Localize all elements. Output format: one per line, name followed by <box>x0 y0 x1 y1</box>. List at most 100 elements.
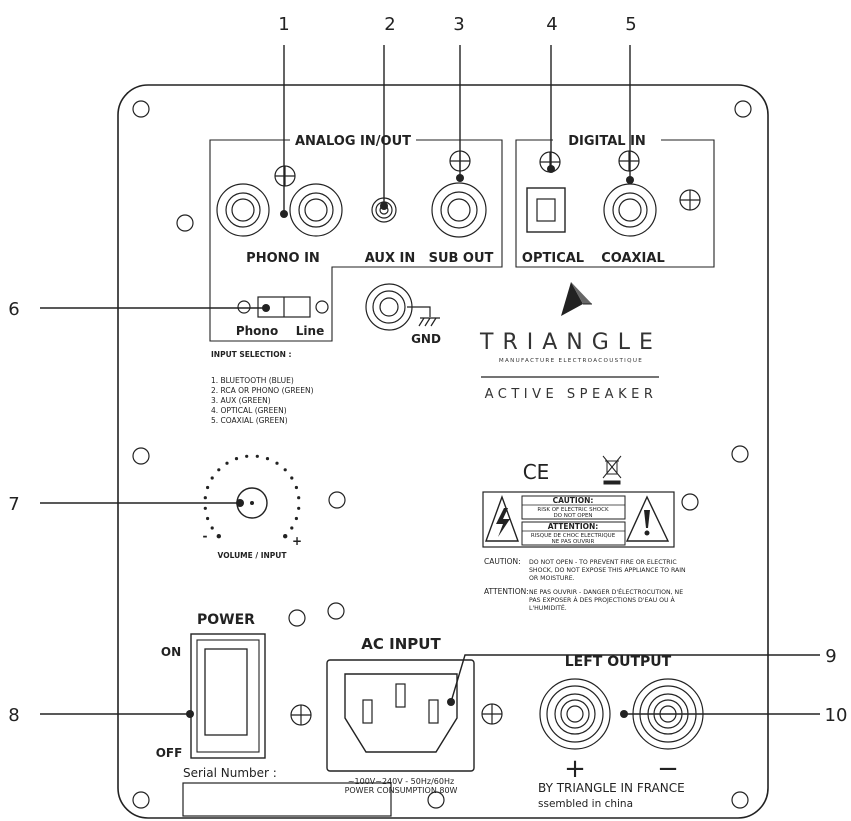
attention-sub: NE PAS OUVRIR <box>552 539 595 545</box>
caution-head: CAUTION: <box>553 496 594 505</box>
made-by: BY TRIANGLE IN FRANCE <box>538 781 685 795</box>
serial-box <box>182 782 392 817</box>
ac-spec-2: POWER CONSUMPTION 80W <box>345 786 458 795</box>
input-selection-item: 2. RCA OR PHONO (GREEN) <box>211 386 314 395</box>
input-selection-item: 3. AUX (GREEN) <box>211 396 271 405</box>
callout-lines <box>40 45 820 715</box>
screw-hole <box>327 602 345 620</box>
volume-scale-dot <box>234 457 239 461</box>
caution-sub: RISK OF ELECTRIC SHOCK <box>537 507 609 513</box>
volume-scale-dot <box>290 476 294 480</box>
callout-number-3: 3 <box>453 14 464 35</box>
power-switch <box>190 633 266 759</box>
volume-scale-dots <box>203 454 301 539</box>
volume-scale-dot <box>297 506 301 510</box>
analog-title: ANALOG IN/OUT <box>295 134 411 149</box>
volume-scale-dot <box>206 485 210 490</box>
caution-sub: DO NOT OPEN <box>553 513 592 519</box>
callout-number-8: 8 <box>8 705 19 726</box>
caution-text: SHOCK, DO NOT EXPOSE THIS APPLIANCE TO R… <box>529 567 686 574</box>
ac-input-socket <box>290 659 503 772</box>
callout-number-6: 6 <box>8 299 19 320</box>
triangle-logo <box>561 282 592 316</box>
screw-hole <box>132 100 150 118</box>
digital-frame <box>515 139 715 268</box>
ac-spec-1: ~100V~240V - 50Hz/60Hz <box>348 777 454 786</box>
volume-scale-dot <box>294 485 298 490</box>
volume-scale-dot <box>203 506 207 510</box>
switch-line-label: Line <box>296 324 324 338</box>
screw-hole <box>132 447 150 465</box>
digital-title: DIGITAL IN <box>568 134 646 149</box>
volume-minus: - <box>203 529 208 543</box>
attention-text-label: ATTENTION: <box>484 587 529 596</box>
callout-number-5: 5 <box>625 14 636 35</box>
screw-hole <box>734 100 752 118</box>
attention-head: ATTENTION: <box>548 522 599 531</box>
switch-phono-label: Phono <box>236 324 278 338</box>
input-selection-item: 5. COAXIAL (GREEN) <box>211 416 288 425</box>
volume-scale-dot <box>297 496 301 500</box>
screw-hole <box>328 491 346 509</box>
screw-hole <box>132 791 150 809</box>
phono-in-jacks <box>216 165 343 237</box>
attention-text: L'HUMIDITÉ. <box>529 603 567 612</box>
volume-scale-dot <box>225 461 229 465</box>
input-selection-item: 4. OPTICAL (GREEN) <box>211 406 287 415</box>
volume-scale-dot <box>203 496 207 500</box>
volume-scale-dot <box>206 516 210 521</box>
volume-scale-dot <box>210 476 214 480</box>
callout-number-2: 2 <box>384 14 395 35</box>
ce-mark: CE <box>523 460 550 484</box>
plus-sign: + <box>564 754 586 784</box>
weee-bin-icon <box>602 455 622 485</box>
optical-label: OPTICAL <box>522 251 584 266</box>
left-output-label: LEFT OUTPUT <box>565 654 672 670</box>
phono-in-label: PHONO IN <box>246 251 320 266</box>
screw-hole <box>427 791 445 809</box>
volume-knob <box>203 454 301 539</box>
coaxial-input <box>603 150 701 237</box>
callout-number-7: 7 <box>8 494 19 515</box>
callout-number-4: 4 <box>546 14 557 35</box>
volume-scale-dot <box>265 457 270 461</box>
caution-text: OR MOISTURE. <box>529 575 575 582</box>
volume-scale-dot <box>290 526 294 530</box>
brand-name: TRIANGLE <box>479 330 662 355</box>
power-label: POWER <box>197 612 255 628</box>
brand-product: ACTIVE SPEAKER <box>485 387 658 402</box>
ac-input-label: AC INPUT <box>361 635 441 653</box>
callout-dots <box>186 165 634 718</box>
minus-sign: − <box>657 754 679 784</box>
power-on-label: ON <box>161 645 181 659</box>
screw-hole <box>288 609 306 627</box>
volume-scale-dot <box>217 468 221 472</box>
attention-text: PAS EXPOSER À DES PROJECTIONS D'EAU OU À <box>529 595 676 604</box>
serial-label: Serial Number : <box>183 766 277 780</box>
volume-plus: + <box>292 534 302 548</box>
sub-out-label: SUB OUT <box>429 251 494 266</box>
attention-sub: RISQUE DE CHOC ELECTRIQUE <box>531 533 616 539</box>
callout-number-9: 9 <box>825 646 836 667</box>
screw-hole <box>681 493 699 511</box>
screw-hole <box>731 791 749 809</box>
input-selection-title: INPUT SELECTION : <box>211 350 291 359</box>
warning-triangle-icon <box>625 495 670 542</box>
brand-tagline: MANUFACTURE ELECTROACOUSTIQUE <box>499 358 643 364</box>
aux-in-label: AUX IN <box>365 251 415 266</box>
screw-hole <box>731 445 749 463</box>
exclamation-icon <box>644 510 650 528</box>
input-selection-item: 1. BLUETOOTH (BLUE) <box>211 376 294 385</box>
volume-scale-dot <box>294 516 298 521</box>
screw-hole <box>176 214 194 232</box>
mounting-screws <box>132 100 752 809</box>
callout-number-1: 1 <box>278 14 289 35</box>
optical-input <box>526 151 566 233</box>
sub-out-jack <box>431 150 487 238</box>
volume-scale-dot <box>275 461 279 465</box>
analog-frame <box>209 139 503 342</box>
assembled-in: ssembled in china <box>538 798 633 810</box>
lightning-icon <box>496 508 510 537</box>
phono-line-switch <box>237 296 329 318</box>
